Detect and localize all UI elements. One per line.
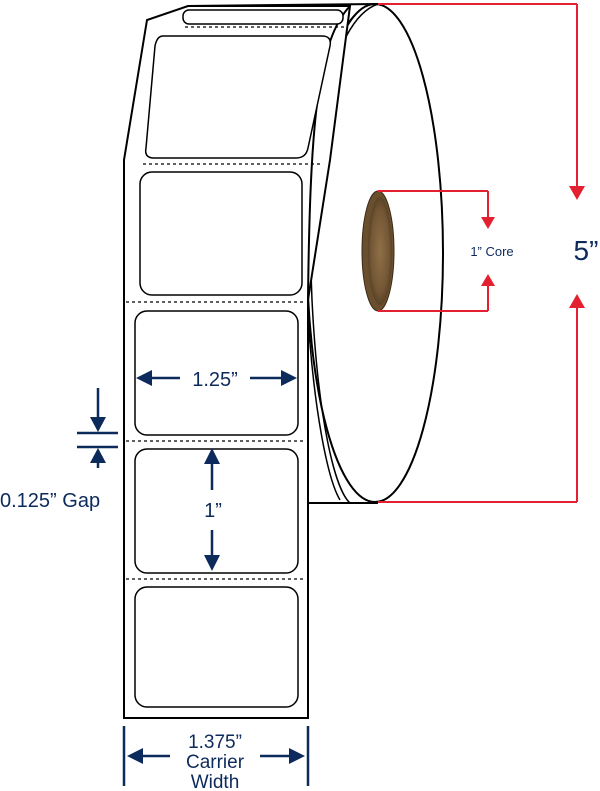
arrow-up-icon bbox=[481, 274, 495, 286]
label-height-text: 1” bbox=[204, 500, 222, 522]
label-5 bbox=[134, 586, 299, 708]
arrow-down-icon bbox=[204, 555, 220, 571]
roll-core bbox=[361, 190, 395, 312]
perforations bbox=[126, 26, 345, 580]
carrier-width-line1: Carrier bbox=[186, 752, 245, 773]
arrow-right-icon bbox=[281, 370, 297, 386]
arrow-down-icon bbox=[481, 217, 495, 229]
carrier-width-value: 1.375” bbox=[188, 732, 242, 753]
core-inner bbox=[368, 197, 392, 305]
core-text: 1” Core bbox=[470, 244, 513, 259]
gap-text: 0.125” Gap bbox=[0, 490, 100, 512]
arrow-right-icon bbox=[289, 748, 305, 764]
arrow-down-icon bbox=[90, 417, 106, 432]
arrow-up-icon bbox=[569, 294, 585, 308]
label-top-partial bbox=[182, 9, 344, 25]
roll-diameter-text: 5” bbox=[574, 235, 599, 266]
label-curved-1 bbox=[144, 35, 332, 159]
label-4 bbox=[134, 448, 299, 574]
roll-dimension-arrowheads bbox=[481, 186, 585, 308]
labels bbox=[134, 9, 344, 708]
arrow-left-icon bbox=[127, 748, 143, 764]
label-3 bbox=[134, 310, 299, 436]
arrow-down-icon bbox=[569, 186, 585, 200]
label-dimension-arrowheads bbox=[90, 370, 305, 764]
carrier-width-line2: Width bbox=[191, 772, 240, 791]
label-width-text: 1.25” bbox=[192, 369, 238, 391]
arrow-up-icon bbox=[90, 448, 106, 463]
arrow-left-icon bbox=[136, 370, 152, 386]
roll-dimension bbox=[378, 3, 578, 503]
arrow-up-icon bbox=[204, 448, 220, 464]
label-2 bbox=[139, 171, 303, 296]
